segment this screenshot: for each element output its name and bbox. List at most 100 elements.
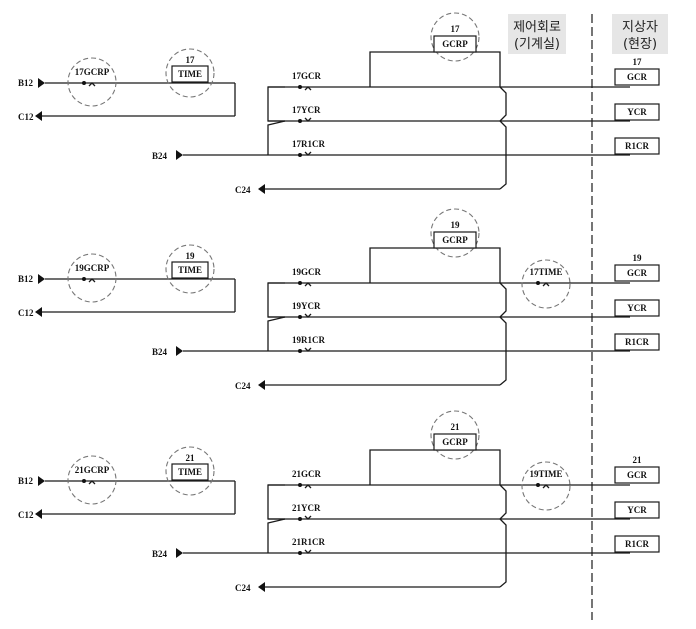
contact-symbol — [88, 82, 96, 87]
header-control-room: 제어회로 (기계실) — [508, 14, 566, 54]
c24-arrow — [258, 184, 265, 194]
time-contact-symbol — [542, 484, 550, 489]
field-number: 21 — [633, 455, 643, 465]
contact-r1cr-label: 21R1CR — [292, 537, 325, 547]
contact-highlight-circle — [67, 253, 117, 303]
bus-out-label: C12 — [18, 510, 34, 520]
bus-in-label: B12 — [18, 476, 34, 486]
relay-box — [171, 463, 209, 481]
header-field: 지상자 (현장) — [612, 14, 668, 54]
contact-highlight-circle — [67, 455, 117, 505]
field-ycr-label: YCR — [627, 303, 647, 313]
bus-out-arrow — [35, 509, 42, 519]
contact-r1cr-label: 19R1CR — [292, 335, 325, 345]
field-gcr-box — [614, 466, 660, 484]
field-gcr-box — [614, 68, 660, 86]
relay-highlight-circle — [165, 446, 215, 496]
relay-box — [171, 65, 209, 83]
b24-arrow — [176, 150, 183, 160]
field-r1cr-box — [614, 137, 660, 155]
bus-out-label: C12 — [18, 112, 34, 122]
field-r1cr-label: R1CR — [625, 141, 649, 151]
time-contact-label: 19TIME — [529, 469, 562, 479]
contact-gcr-label: 17GCR — [292, 71, 322, 81]
contact-ycr-label: 17YCR — [292, 105, 321, 115]
header-control-room-line1: 제어회로 — [513, 20, 561, 35]
contact-ycr-label: 19YCR — [292, 301, 321, 311]
field-ycr-box — [614, 103, 660, 121]
relay-label: TIME — [178, 265, 202, 275]
field-number: 17 — [633, 57, 643, 67]
c24-arrow — [258, 380, 265, 390]
time-contact-highlight-circle — [521, 259, 571, 309]
right-circuit: 19 GCRP B24 C24 19GCR 19YCR 19R1CR — [152, 208, 660, 391]
field-ycr-box — [614, 299, 660, 317]
bus-out-label: C12 — [18, 308, 34, 318]
bus-in-label: B12 — [18, 274, 34, 284]
bus-in-arrow — [38, 78, 45, 88]
field-ycr-label: YCR — [627, 107, 647, 117]
b24-label: B24 — [152, 347, 168, 357]
gcrp-relay-box — [433, 35, 477, 53]
header-control-room-line2: (기계실) — [514, 37, 560, 52]
contact-highlight-circle — [67, 57, 117, 107]
section-21: B12 C12 21GCRP 21 TIME 21 GCRP — [18, 410, 660, 593]
relay-number: 21 — [186, 453, 196, 463]
field-ycr-label: YCR — [627, 505, 647, 515]
gcrp-number: 21 — [451, 422, 461, 432]
bus-out-arrow — [35, 111, 42, 121]
b24-arrow — [176, 548, 183, 558]
gcrp-highlight-circle — [430, 410, 480, 460]
contact-symbol — [88, 278, 96, 283]
field-r1cr-box — [614, 333, 660, 351]
field-r1cr-label: R1CR — [625, 539, 649, 549]
time-contact-highlight-circle — [521, 461, 571, 511]
b24-label: B24 — [152, 151, 168, 161]
contact-label: 19GCRP — [75, 263, 110, 273]
c24-label: C24 — [235, 583, 251, 593]
gcrp-relay-box — [433, 231, 477, 249]
right-circuit: 21 GCRP B24 C24 21GCR 21YCR 21R1CR — [152, 410, 660, 593]
section-19: B12 C12 19GCRP 19 TIME 19 GCRP — [18, 208, 660, 391]
relay-number: 17 — [186, 55, 196, 65]
field-ycr-box — [614, 501, 660, 519]
section-17: B12 C12 17GCRP 17 TIME 17 GCRP — [18, 12, 660, 195]
field-gcr-label: GCR — [627, 470, 648, 480]
field-r1cr-box — [614, 535, 660, 553]
gcrp-relay-label: GCRP — [442, 235, 468, 245]
field-gcr-label: GCR — [627, 268, 648, 278]
left-circuit: B12 C12 17GCRP 17 TIME — [18, 48, 236, 122]
relay-label: TIME — [178, 69, 202, 79]
header-field-line2: (현장) — [623, 37, 657, 52]
gcrp-relay-label: GCRP — [442, 39, 468, 49]
gcrp-highlight-circle — [430, 12, 480, 62]
c24-arrow — [258, 582, 265, 592]
time-contact-label: 17TIME — [529, 267, 562, 277]
field-r1cr-label: R1CR — [625, 337, 649, 347]
gcrp-highlight-circle — [430, 208, 480, 258]
c24-label: C24 — [235, 381, 251, 391]
c24-label: C24 — [235, 185, 251, 195]
time-contact-symbol — [542, 282, 550, 287]
contact-gcr-label: 19GCR — [292, 267, 322, 277]
contact-r1cr-label: 17R1CR — [292, 139, 325, 149]
bus-out-arrow — [35, 307, 42, 317]
relay-highlight-circle — [165, 48, 215, 98]
contact-symbol — [88, 480, 96, 485]
contact-label: 21GCRP — [75, 465, 110, 475]
gcrp-number: 17 — [451, 24, 461, 34]
relay-highlight-circle — [165, 244, 215, 294]
bus-in-label: B12 — [18, 78, 34, 88]
b24-label: B24 — [152, 549, 168, 559]
relay-number: 19 — [186, 251, 196, 261]
field-gcr-label: GCR — [627, 72, 648, 82]
contact-label: 17GCRP — [75, 67, 110, 77]
bus-in-arrow — [38, 476, 45, 486]
field-number: 19 — [633, 253, 643, 263]
right-circuit: 17 GCRP B24 C24 17GCR 17YCR 17R1CR — [152, 12, 660, 195]
bus-in-arrow — [38, 274, 45, 284]
relay-box — [171, 261, 209, 279]
gcrp-relay-box — [433, 433, 477, 451]
header-field-line1: 지상자 — [622, 20, 658, 35]
